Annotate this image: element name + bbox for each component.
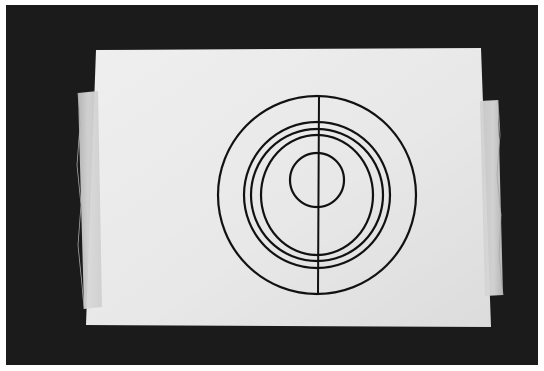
vertical-divider-line — [318, 95, 319, 294]
scene-drawing — [6, 5, 538, 365]
paper-sheet — [86, 48, 491, 327]
photograph — [6, 5, 538, 365]
